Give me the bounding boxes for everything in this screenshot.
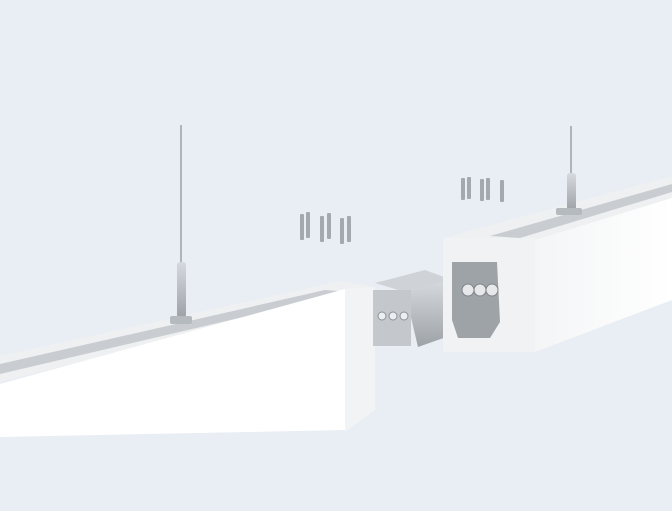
screw [320,216,324,242]
screw [306,212,310,238]
left-light-fixture [0,125,375,437]
terminal [399,311,409,321]
screw [340,218,344,244]
screw [347,216,351,242]
gripper-base-left [170,316,192,324]
screw [467,177,471,199]
screws-right-group [461,177,504,202]
right-light-fixture [443,126,672,352]
gripper-base-right [556,208,582,215]
screw [480,179,484,201]
cable-gripper-right [567,173,576,211]
left-fixture-end [345,287,375,432]
connector-top [375,270,452,292]
screw [500,180,504,202]
screw [300,214,304,240]
joint-connector [373,270,452,347]
connector-side [405,280,452,347]
right-fixture-top [443,176,672,240]
screw [461,178,465,200]
socket-opening [452,262,500,338]
socket-pin [485,283,499,297]
terminal [377,311,387,321]
left-fixture-front [0,289,345,437]
screw [327,213,331,239]
left-fixture-channel [0,290,350,374]
right-fixture-side [535,198,672,352]
screws-left-group [300,212,351,244]
cable-gripper-left [177,262,186,318]
screw [486,178,490,200]
socket-pin [473,283,487,297]
socket-pin [461,283,475,297]
terminal [388,311,398,321]
